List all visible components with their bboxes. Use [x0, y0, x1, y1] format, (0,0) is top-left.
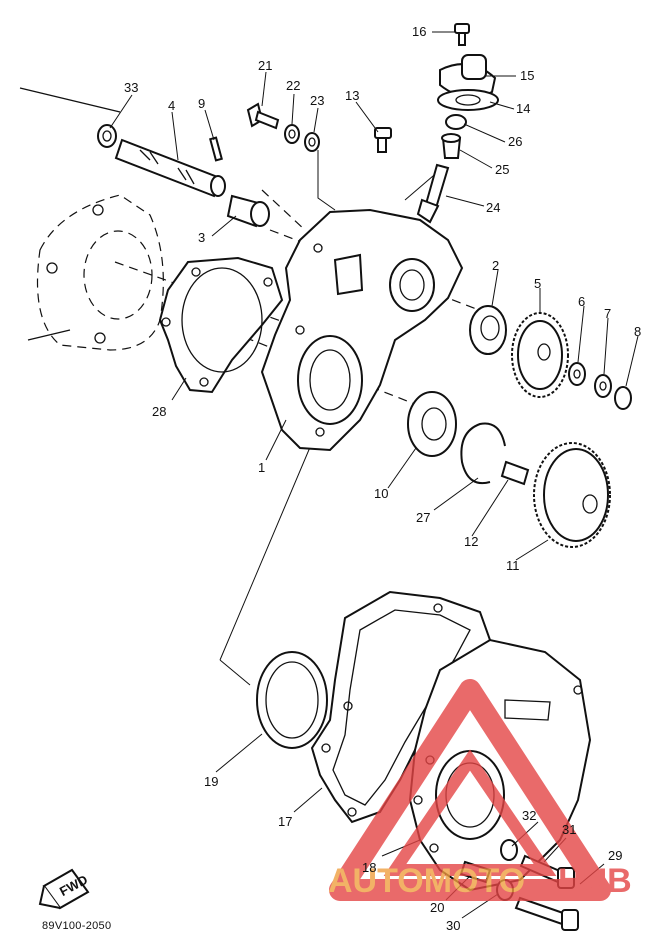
part-12-pin: [500, 460, 530, 486]
part-2-bearing: [469, 305, 507, 355]
part-19-seal: [256, 651, 328, 749]
callout-4: 4: [168, 98, 175, 113]
callout-12: 12: [464, 534, 478, 549]
callout-23: 23: [310, 93, 324, 108]
callout-13: 13: [345, 88, 359, 103]
callout-1: 1: [258, 460, 265, 475]
part-21-bolt: [246, 102, 280, 130]
diagram-code: 89V100-2050: [42, 920, 112, 932]
part-16-screw: [454, 23, 470, 46]
part-8-circlip: [614, 386, 632, 410]
callout-3: 3: [198, 230, 205, 245]
callout-22: 22: [286, 78, 300, 93]
watermark-logo: AUTOMOTO HUB: [328, 679, 632, 901]
part-1-case-cover: [260, 208, 464, 452]
part-33-washer: [97, 124, 117, 148]
callout-31: 31: [562, 822, 576, 837]
callout-29: 29: [608, 848, 622, 863]
part-26-seal: [445, 114, 467, 130]
engine-case-outline: [19, 87, 164, 351]
part-22-washer: [284, 124, 300, 144]
callout-30: 30: [446, 918, 460, 933]
part-14-gasket: [437, 89, 499, 111]
callout-labels: 33 4 9 3 21 22 23 13 16 15 14 26 25 24 2…: [124, 24, 641, 933]
part-15-housing: [439, 54, 497, 99]
callout-leader-lines: [109, 31, 639, 919]
fwd-arrow-icon: FWD: [38, 868, 90, 910]
callout-7: 7: [604, 306, 611, 321]
callout-32: 32: [522, 808, 536, 823]
part-29-bolt: [514, 896, 579, 931]
part-4-shaft: [114, 138, 226, 198]
part-27-circlip: [460, 422, 506, 484]
callout-21: 21: [258, 58, 272, 73]
watermark-text-left: AUTOMOTO: [328, 862, 525, 900]
part-23-washer: [304, 132, 320, 152]
callout-20: 20: [430, 900, 444, 915]
callout-19: 19: [204, 774, 218, 789]
part-9-pin: [209, 136, 223, 162]
callout-26: 26: [508, 134, 522, 149]
part-11-gear: [533, 442, 611, 548]
part-28-gasket: [158, 256, 284, 394]
callout-9: 9: [198, 96, 205, 111]
callout-16: 16: [412, 24, 426, 39]
part-13-screw: [374, 127, 392, 153]
part-25-bushing: [441, 133, 462, 159]
callout-17: 17: [278, 814, 292, 829]
callout-6: 6: [578, 294, 585, 309]
callout-5: 5: [534, 276, 541, 291]
part-6-lock-washer: [568, 362, 586, 386]
callout-24: 24: [486, 200, 500, 215]
callout-14: 14: [516, 101, 530, 116]
callout-25: 25: [495, 162, 509, 177]
callout-28: 28: [152, 404, 166, 419]
callout-10: 10: [374, 486, 388, 501]
callout-2: 2: [492, 258, 499, 273]
part-5-gear: [511, 312, 569, 398]
callout-15: 15: [520, 68, 534, 83]
callout-27: 27: [416, 510, 430, 525]
part-24-drive-gear: [416, 163, 450, 224]
watermark-text-right: HUB: [558, 862, 632, 900]
callout-8: 8: [634, 324, 641, 339]
part-10-bearing: [407, 391, 457, 457]
callout-11: 11: [506, 558, 520, 573]
part-3-collar: [226, 194, 270, 228]
callout-33: 33: [124, 80, 138, 95]
part-7-washer: [594, 374, 612, 398]
callout-18: 18: [362, 860, 376, 875]
